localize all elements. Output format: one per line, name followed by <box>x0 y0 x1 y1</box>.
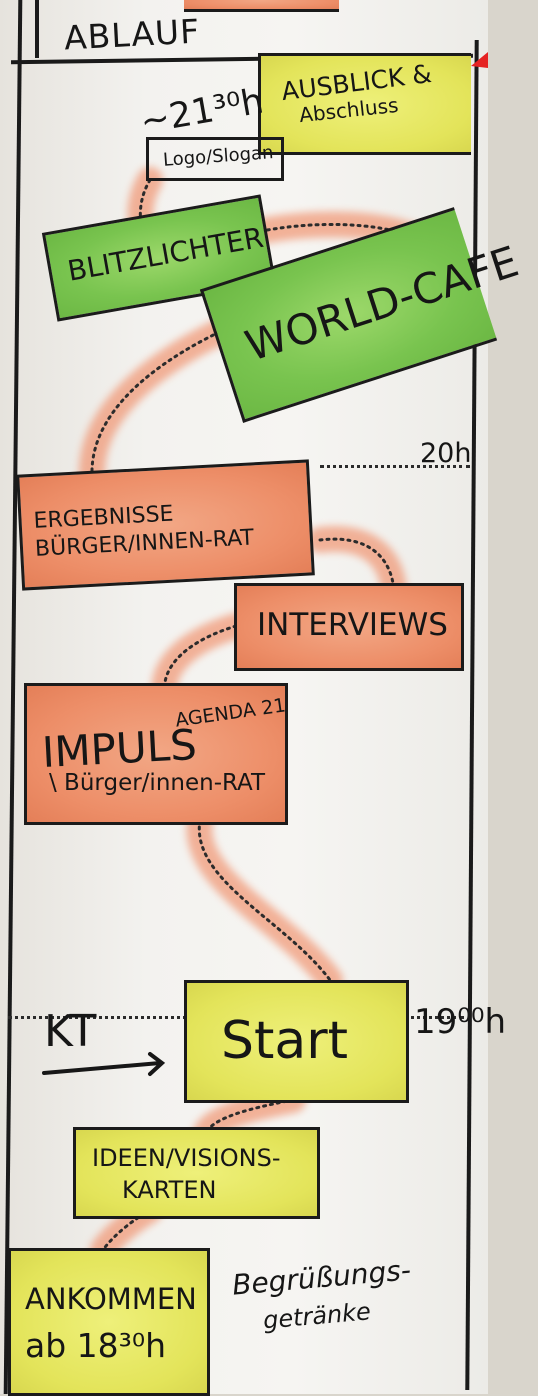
ideen-card: IDEEN/VISIONS- KARTEN <box>73 1127 320 1219</box>
top-orange-card-edge <box>184 0 339 12</box>
interviews-label: INTERVIEWS <box>257 607 448 643</box>
ergebnisse-card: ERGEBNISSE BÜRGER/INNEN-RAT <box>16 459 315 591</box>
start-label: Start <box>221 1011 349 1071</box>
arrow-right-icon <box>42 1052 166 1076</box>
mid-time-label: 20h <box>420 438 472 469</box>
ideen-title: IDEEN/VISIONS- <box>92 1144 281 1172</box>
time-guide-20h <box>320 465 470 468</box>
ergebnisse-subtitle: BÜRGER/INNEN-RAT <box>34 525 255 562</box>
start-time-label: 19⁰⁰h <box>414 1002 507 1042</box>
ankommen-card: ANKOMMEN ab 18³⁰h <box>8 1248 210 1396</box>
impuls-agenda: AGENDA 21 <box>173 694 288 732</box>
impuls-subtitle: \ Bürger/innen-RAT <box>49 770 266 796</box>
red-marker-arrow-icon <box>471 52 488 68</box>
header-top-line <box>35 0 39 58</box>
interviews-card: INTERVIEWS <box>234 583 464 671</box>
arrival-time-label: ab 18³⁰h <box>25 1326 167 1365</box>
orange-flow-path <box>78 167 433 1263</box>
ergebnisse-title: ERGEBNISSE <box>32 501 175 534</box>
flipchart-poster: ABLAUF AUSBLICK & Abschluss ~21³⁰h Logo/… <box>0 0 524 1396</box>
start-card: Start <box>184 980 409 1103</box>
blitzlichter-label: BLITZLICHTER <box>65 220 266 288</box>
logo-label: Logo/Slogan <box>162 142 275 171</box>
kt-label: KT <box>44 1006 97 1057</box>
ausblick-card: AUSBLICK & Abschluss <box>258 53 471 155</box>
logo-card: Logo/Slogan <box>146 137 284 181</box>
ankommen-title: ANKOMMEN <box>25 1282 197 1316</box>
page-title: ABLAUF <box>63 11 202 58</box>
impuls-card: IMPULS AGENDA 21 \ Bürger/innen-RAT <box>24 683 288 825</box>
impuls-title: IMPULS <box>40 719 198 778</box>
ideen-subtitle: KARTEN <box>122 1176 217 1204</box>
